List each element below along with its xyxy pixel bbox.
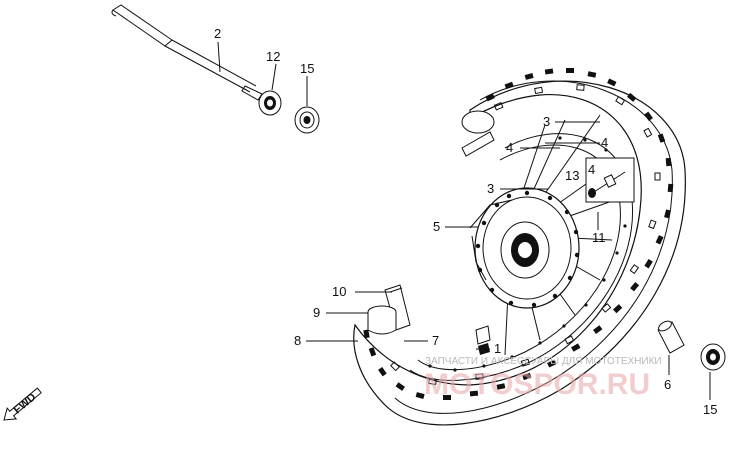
tube-end xyxy=(461,110,495,157)
label-axle: 2 xyxy=(214,26,221,41)
label-spoke-d: 3 xyxy=(487,181,494,196)
label-nut: 1 xyxy=(494,341,501,356)
label-valve-cap: 9 xyxy=(313,305,320,320)
bearing-top xyxy=(294,106,320,134)
nipple-detail xyxy=(585,157,635,203)
label-rim: 11 xyxy=(592,230,606,245)
axle xyxy=(111,4,263,101)
label-tube: 7 xyxy=(432,333,439,348)
fwd-arrow-icon: FWD xyxy=(3,387,42,421)
collar xyxy=(657,320,685,354)
label-bearing-bottom: 15 xyxy=(703,402,717,417)
nut xyxy=(475,325,491,355)
label-tire: 8 xyxy=(294,333,301,348)
watermark-text: ЗАПЧАСТИ И АКСЕССУАРЫ ДЛЯ МОТОТЕХНИКИ xyxy=(425,356,662,367)
label-nipple-13: 13 xyxy=(565,168,579,183)
label-bearing-top: 15 xyxy=(300,61,314,76)
label-nipple-14: 4 xyxy=(588,162,595,177)
label-spoke-a: 3 xyxy=(543,114,550,129)
label-spoke-b: 4 xyxy=(506,140,513,155)
label-spoke-c: 4 xyxy=(601,135,608,150)
valve-cap xyxy=(367,305,397,335)
leader-lines xyxy=(217,41,711,400)
hub xyxy=(469,187,580,309)
label-rim-band: 10 xyxy=(332,284,346,299)
watermark-logo: MOTOSPOR.RU xyxy=(424,368,650,401)
tire xyxy=(353,68,686,426)
bearing-bottom xyxy=(700,343,726,371)
label-hub: 5 xyxy=(433,219,440,234)
seal-top xyxy=(258,90,282,116)
label-collar: 6 xyxy=(664,377,671,392)
label-seal-top: 12 xyxy=(266,49,280,64)
